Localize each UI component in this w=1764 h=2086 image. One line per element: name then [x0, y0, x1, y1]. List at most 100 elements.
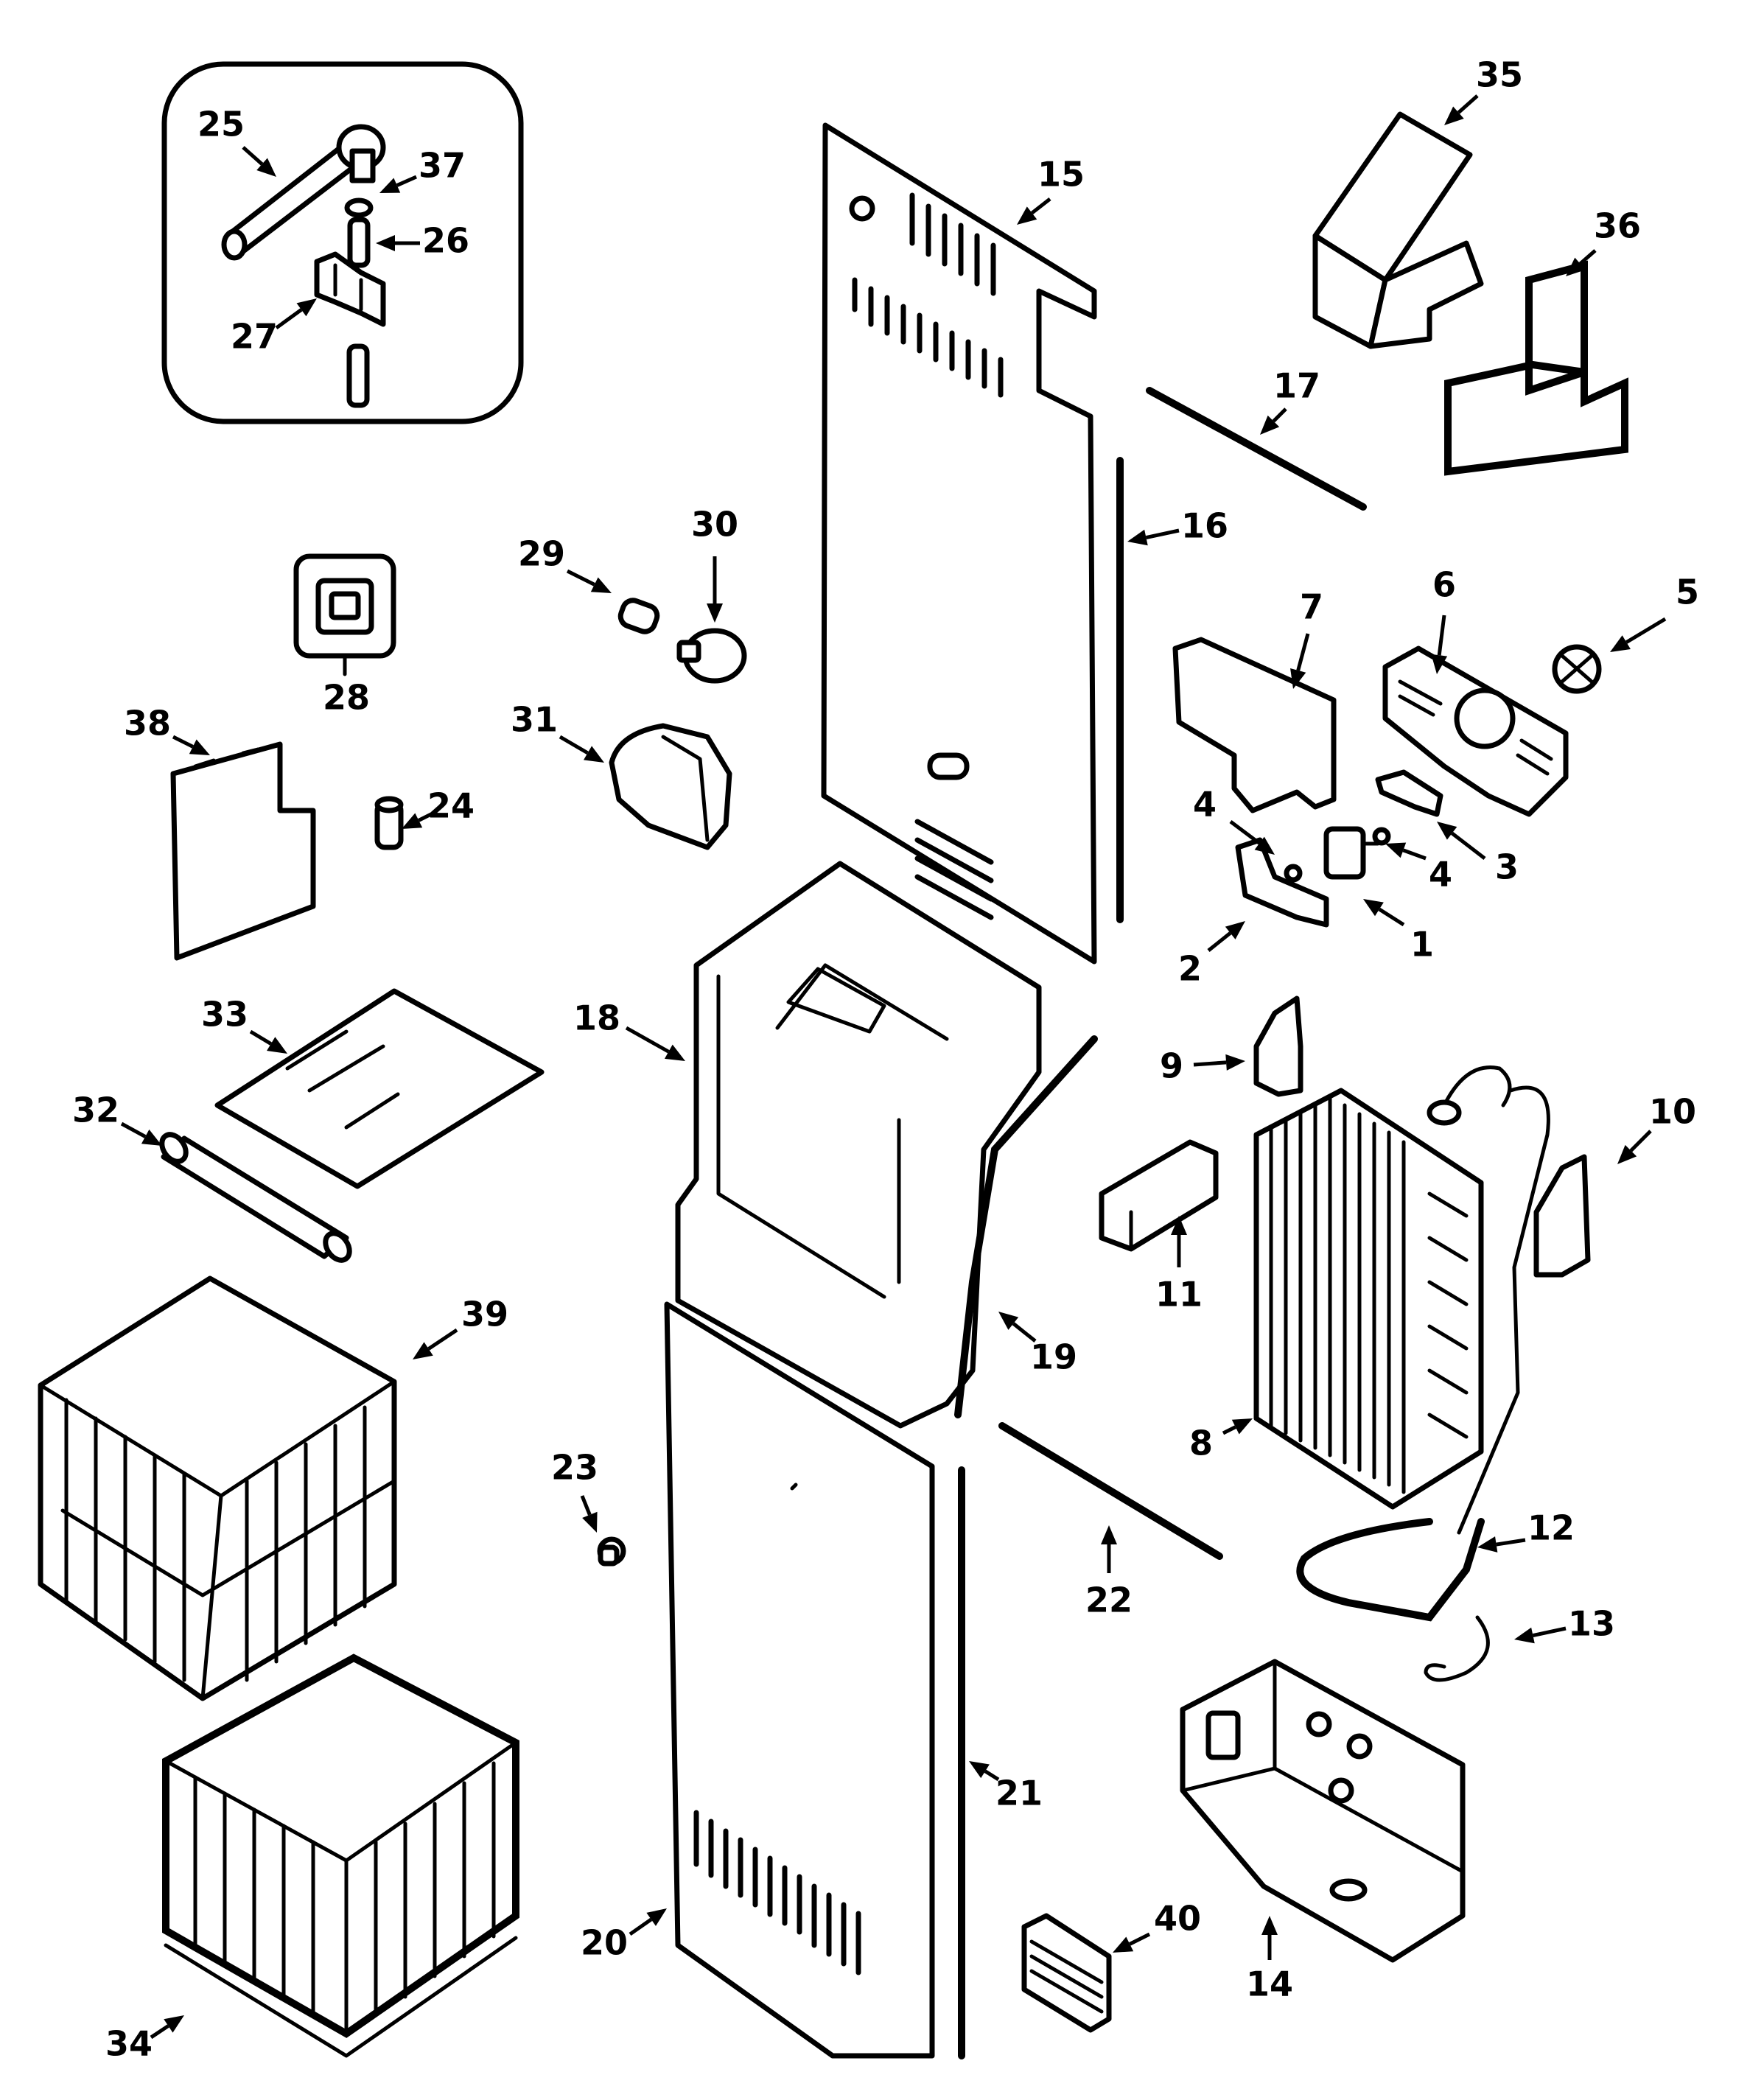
callout-7-arrow — [1290, 633, 1310, 689]
part-29-socket — [617, 598, 660, 634]
callout-34-label: 34 — [105, 2024, 153, 2064]
callout-17-label: 17 — [1273, 366, 1320, 406]
callout-24-label: 24 — [427, 786, 475, 826]
callout-22-label: 22 — [1085, 1581, 1133, 1620]
callout-13-label: 13 — [1568, 1604, 1615, 1644]
callout-3-label: 3 — [1495, 847, 1519, 887]
callout-20-arrow — [629, 1908, 667, 1936]
part-9-bracket — [1253, 995, 1303, 1097]
callout-11-arrow — [1171, 1216, 1187, 1267]
part-19-strip — [954, 1035, 1098, 1418]
callout-1-arrow — [1363, 899, 1405, 927]
part-31-light-cover — [609, 723, 732, 850]
part-37-washer — [344, 197, 374, 218]
callout-labels: 1234456789101112131415161718192021222324… — [72, 55, 1699, 2064]
part-34-wire-basket — [162, 1653, 519, 2058]
part-14-drain-pan — [1180, 1659, 1466, 1963]
part-32-roller — [159, 1132, 352, 1263]
part-17-strip — [1146, 387, 1367, 511]
callout-18-arrow — [625, 1026, 685, 1061]
callout-6-arrow — [1431, 615, 1448, 674]
part-23-plug — [597, 1536, 626, 1567]
part-27-clip — [314, 251, 386, 327]
callout-20-label: 20 — [581, 1923, 628, 1963]
callout-17-arrow — [1260, 407, 1287, 435]
part-6-fan-shroud — [1382, 645, 1569, 817]
part-36-wire-frame — [1444, 260, 1628, 476]
callout-37-label: 37 — [419, 146, 466, 186]
callout-35-arrow — [1444, 94, 1479, 125]
callout-10-arrow — [1617, 1130, 1652, 1164]
part-40-clip — [1021, 1913, 1112, 2033]
part-4-screw-left — [1284, 864, 1303, 883]
callout-26-label: 26 — [422, 221, 469, 261]
callout-4-arrow — [1229, 820, 1275, 855]
callout-22-arrow — [1101, 1525, 1117, 1573]
callout-31-label: 31 — [511, 700, 558, 740]
callout-30-label: 30 — [691, 505, 738, 545]
callout-4-label: 4 — [1193, 785, 1217, 825]
callout-33-arrow — [249, 1029, 287, 1054]
callout-13-arrow — [1514, 1626, 1567, 1644]
part-15-vents — [852, 192, 1004, 920]
part-13-wire — [1424, 1615, 1490, 1682]
callout-2-arrow — [1207, 921, 1245, 952]
callout-37-arrow — [379, 175, 418, 193]
callout-40-arrow — [1113, 1932, 1151, 1953]
callout-15-arrow — [1017, 197, 1051, 225]
callout-12-arrow — [1477, 1536, 1526, 1553]
callout-25-label: 25 — [197, 105, 245, 144]
part-39-wire-basket — [38, 1275, 397, 1701]
callout-34-arrow — [150, 2015, 184, 2040]
callout-18-label: 18 — [573, 998, 620, 1038]
callout-33-label: 33 — [201, 995, 248, 1035]
callout-39-label: 39 — [461, 1295, 508, 1334]
callout-14-label: 14 — [1246, 1964, 1293, 2004]
callout-21-arrow — [969, 1761, 1000, 1782]
callout-29-label: 29 — [518, 534, 565, 574]
part-2-motor-bracket — [1235, 837, 1329, 928]
callout-4-arrow — [1385, 842, 1427, 861]
callout-27-arrow — [275, 298, 317, 330]
callout-27-label: 27 — [231, 317, 278, 357]
callout-24-arrow — [402, 812, 433, 829]
callout-15-label: 15 — [1037, 155, 1085, 195]
inset-pin — [346, 343, 370, 408]
part-35-bracket — [1312, 111, 1484, 349]
callout-31-arrow — [559, 735, 604, 763]
part-3-bracket — [1375, 769, 1443, 817]
callout-38-arrow — [172, 735, 210, 755]
callout-21-label: 21 — [995, 1774, 1043, 1813]
part-18-evaporator-cover — [675, 861, 1042, 1429]
callout-5-label: 5 — [1676, 573, 1699, 612]
callout-19-label: 19 — [1030, 1337, 1077, 1377]
leader-arrows — [120, 94, 1667, 2040]
callout-19-arrow — [998, 1312, 1037, 1343]
callout-26-arrow — [376, 235, 420, 251]
callout-8-label: 8 — [1189, 1424, 1213, 1463]
part-20-lower-panel — [664, 1301, 935, 2059]
callout-23-label: 23 — [551, 1448, 598, 1488]
part-26-sleeve — [347, 217, 371, 268]
callout-5-arrow — [1610, 617, 1667, 652]
callout-9-label: 9 — [1160, 1046, 1183, 1086]
callout-40-label: 40 — [1154, 1899, 1201, 1939]
callout-30-arrow — [707, 556, 723, 623]
callout-35-label: 35 — [1476, 55, 1523, 95]
callout-3-arrow — [1437, 822, 1486, 860]
part-8-evaporator — [1253, 1065, 1550, 1535]
part-1-fan-motor — [1323, 826, 1380, 880]
part-10-bracket — [1533, 1154, 1591, 1278]
callout-1-label: 1 — [1410, 925, 1434, 965]
callout-38-label: 38 — [124, 704, 171, 743]
callout-32-label: 32 — [72, 1091, 119, 1130]
callout-36-label: 36 — [1594, 206, 1641, 246]
part-12-defrost-heater — [1296, 1518, 1485, 1622]
callout-12-label: 12 — [1527, 1508, 1575, 1548]
callout-7-label: 7 — [1300, 587, 1323, 627]
callout-9-arrow — [1193, 1054, 1245, 1071]
part-22-strip — [998, 1422, 1223, 1560]
callout-8-arrow — [1222, 1418, 1253, 1435]
part-5-fan-blade — [1552, 644, 1602, 694]
